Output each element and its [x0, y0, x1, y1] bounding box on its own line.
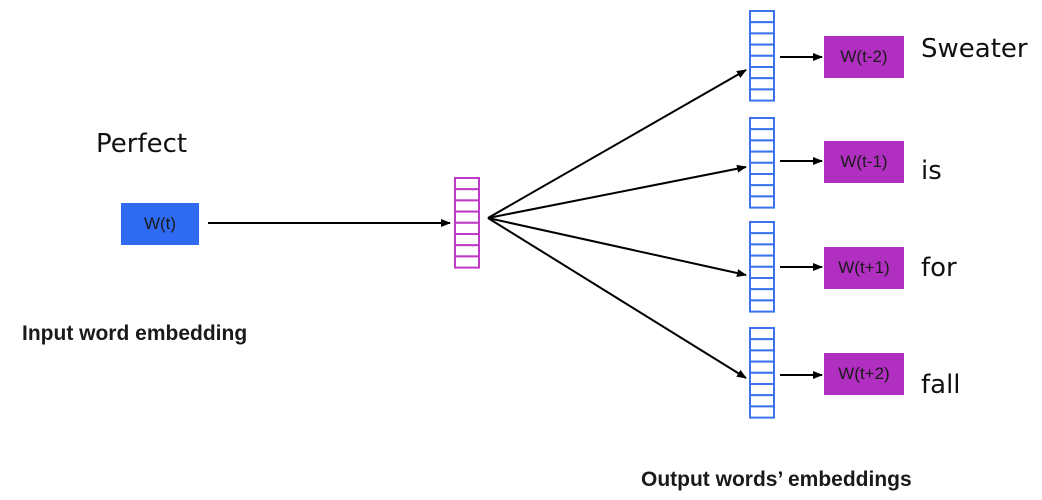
output-vector-cell	[749, 383, 775, 397]
output-vector-cell	[749, 139, 775, 153]
output-vector-cell	[749, 77, 775, 91]
input-caption: Input word embedding	[22, 322, 248, 345]
output-vector-cell	[749, 288, 775, 302]
input-embedding-box: W(t)	[121, 203, 199, 245]
output-vector-cell	[749, 371, 775, 385]
output-vector-cell	[749, 88, 775, 102]
fanout-arrow-2	[487, 164, 747, 219]
output-box-1: W(t-2)	[824, 36, 904, 78]
hidden-vector-cell	[454, 210, 480, 224]
output-box-3: W(t+1)	[824, 247, 904, 289]
output-vector-cell	[749, 338, 775, 352]
output-vector-cell	[749, 243, 775, 257]
fanout-arrow-4	[487, 217, 747, 379]
output-vector-cell	[749, 360, 775, 374]
output-vector-cell	[749, 327, 775, 341]
hidden-vector-cell	[454, 221, 480, 236]
output-word-3: for	[921, 253, 957, 283]
output-vector-cell	[749, 66, 775, 80]
output-word-4: fall	[921, 370, 961, 400]
output-vector-4	[749, 327, 775, 419]
output-box-4: W(t+2)	[824, 353, 904, 395]
output-vector-cell	[749, 128, 775, 142]
output-vector-cell	[749, 394, 775, 408]
output-vector-cell	[749, 32, 775, 46]
hidden-vector-cell	[454, 233, 480, 247]
output-vector-3	[749, 221, 775, 313]
output-word-2: is	[921, 156, 942, 186]
output-vector-cell	[749, 43, 775, 57]
output-vector-cell	[749, 195, 775, 209]
output-vector-cell	[749, 21, 775, 35]
hidden-vector-cell	[454, 177, 480, 191]
output-vector-cell	[749, 173, 775, 187]
output-vector-cell	[749, 405, 775, 419]
output-vector-cell	[749, 221, 775, 235]
output-vector-cell	[749, 349, 775, 363]
output-word-1: Sweater	[921, 34, 1028, 64]
output-vector-cell	[749, 117, 775, 131]
output-box-2: W(t-1)	[824, 141, 904, 183]
hidden-vector-cell	[454, 244, 480, 258]
output-vector-cell	[749, 54, 775, 68]
output-vector-cell	[749, 277, 775, 291]
hidden-vector-cell	[454, 199, 480, 213]
output-vector-cell	[749, 150, 775, 164]
output-vector-cell	[749, 254, 775, 268]
input-word: Perfect	[96, 129, 188, 159]
output-caption: Output words’ embeddings	[641, 468, 912, 491]
hidden-vector-cell	[454, 255, 480, 269]
output-vector-cell	[749, 299, 775, 313]
output-vector-cell	[749, 10, 775, 24]
output-vector-2	[749, 117, 775, 209]
fanout-arrow-1	[487, 69, 747, 219]
hidden-vector-cell	[454, 188, 480, 202]
output-vector-1	[749, 10, 775, 102]
hidden-layer-vector	[454, 177, 480, 269]
output-vector-cell	[749, 265, 775, 279]
output-vector-cell	[749, 184, 775, 198]
output-vector-cell	[749, 161, 775, 176]
fanout-arrow-3	[487, 217, 747, 277]
output-vector-cell	[749, 232, 775, 246]
